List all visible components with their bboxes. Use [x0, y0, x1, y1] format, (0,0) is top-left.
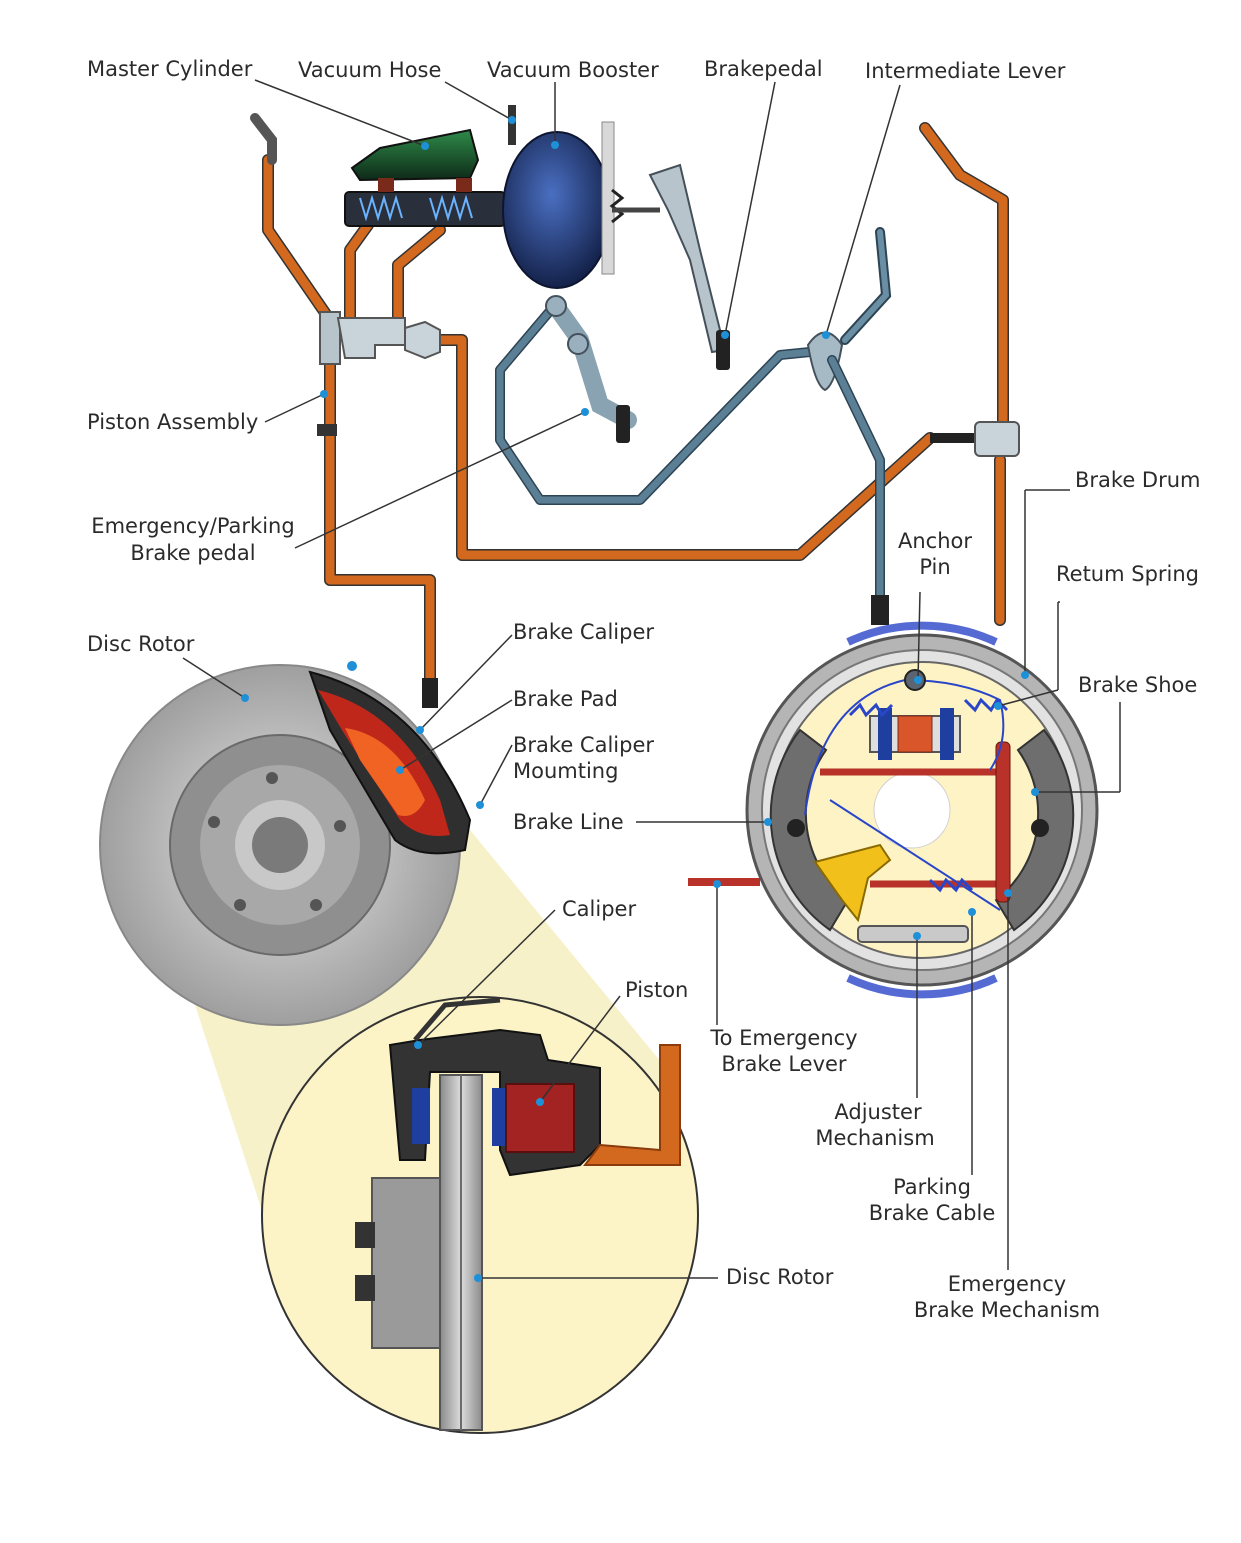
caliper-detail [261, 996, 699, 1434]
label-disc-rotor-bottom: Disc Rotor [726, 1265, 834, 1289]
label-brake-pad: Brake Pad [513, 687, 618, 711]
brake-lines [250, 113, 1009, 686]
label-emergency-mechanism-line2: Brake Mechanism [914, 1298, 1100, 1322]
leader-lines [182, 79, 1121, 1279]
emergency-lever-rod [688, 421, 1020, 886]
label-caliper-mounting-line2: Moumting [513, 759, 618, 783]
parking-brake-pedal [495, 295, 835, 505]
label-parking-cable-line2: Brake Cable [869, 1201, 996, 1225]
label-master-cylinder: Master Cylinder [87, 57, 253, 81]
label-brake-shoe: Brake Shoe [1078, 673, 1197, 697]
brake-pedal [612, 163, 730, 370]
label-piston: Piston [625, 978, 688, 1002]
disc-rotor-assembly [99, 664, 472, 1026]
label-adjuster-line2: Mechanism [815, 1126, 934, 1150]
label-brake-drum: Brake Drum [1075, 468, 1201, 492]
label-emergency-mechanism-line1: Emergency [948, 1272, 1066, 1296]
label-return-spring: Retum Spring [1056, 562, 1199, 586]
label-parking-pedal-line2: Brake pedal [130, 541, 255, 565]
labels: Master Cylinder Vacuum Hose Vacuum Boost… [87, 57, 1201, 1322]
label-to-emergency-line2: Brake Lever [721, 1052, 847, 1076]
label-anchor-pin-line2: Pin [919, 555, 950, 579]
label-piston-assembly: Piston Assembly [87, 410, 258, 434]
master-cylinder [344, 128, 506, 227]
label-vacuum-hose: Vacuum Hose [298, 58, 441, 82]
label-disc-rotor-top: Disc Rotor [87, 632, 195, 656]
label-parking-pedal-line1: Emergency/Parking [91, 514, 294, 538]
piston-assembly [317, 311, 441, 436]
label-brake-line: Brake Line [513, 810, 624, 834]
label-intermediate-lever: Intermediate Lever [865, 59, 1066, 83]
intermediate-lever [806, 227, 892, 625]
label-brake-caliper: Brake Caliper [513, 620, 654, 644]
label-dots [241, 116, 1039, 1282]
label-vacuum-booster: Vacuum Booster [487, 58, 659, 82]
drum-brake [745, 621, 1099, 999]
label-anchor-pin-line1: Anchor [898, 529, 972, 553]
vacuum-booster [502, 105, 625, 289]
label-caliper: Caliper [562, 897, 636, 921]
label-to-emergency-line1: To Emergency [709, 1026, 857, 1050]
label-adjuster-line1: Adjuster [834, 1100, 922, 1124]
label-caliper-mounting-line1: Brake Caliper [513, 733, 654, 757]
label-brakepedal: Brakepedal [704, 57, 823, 81]
label-parking-cable-line1: Parking [893, 1175, 971, 1199]
